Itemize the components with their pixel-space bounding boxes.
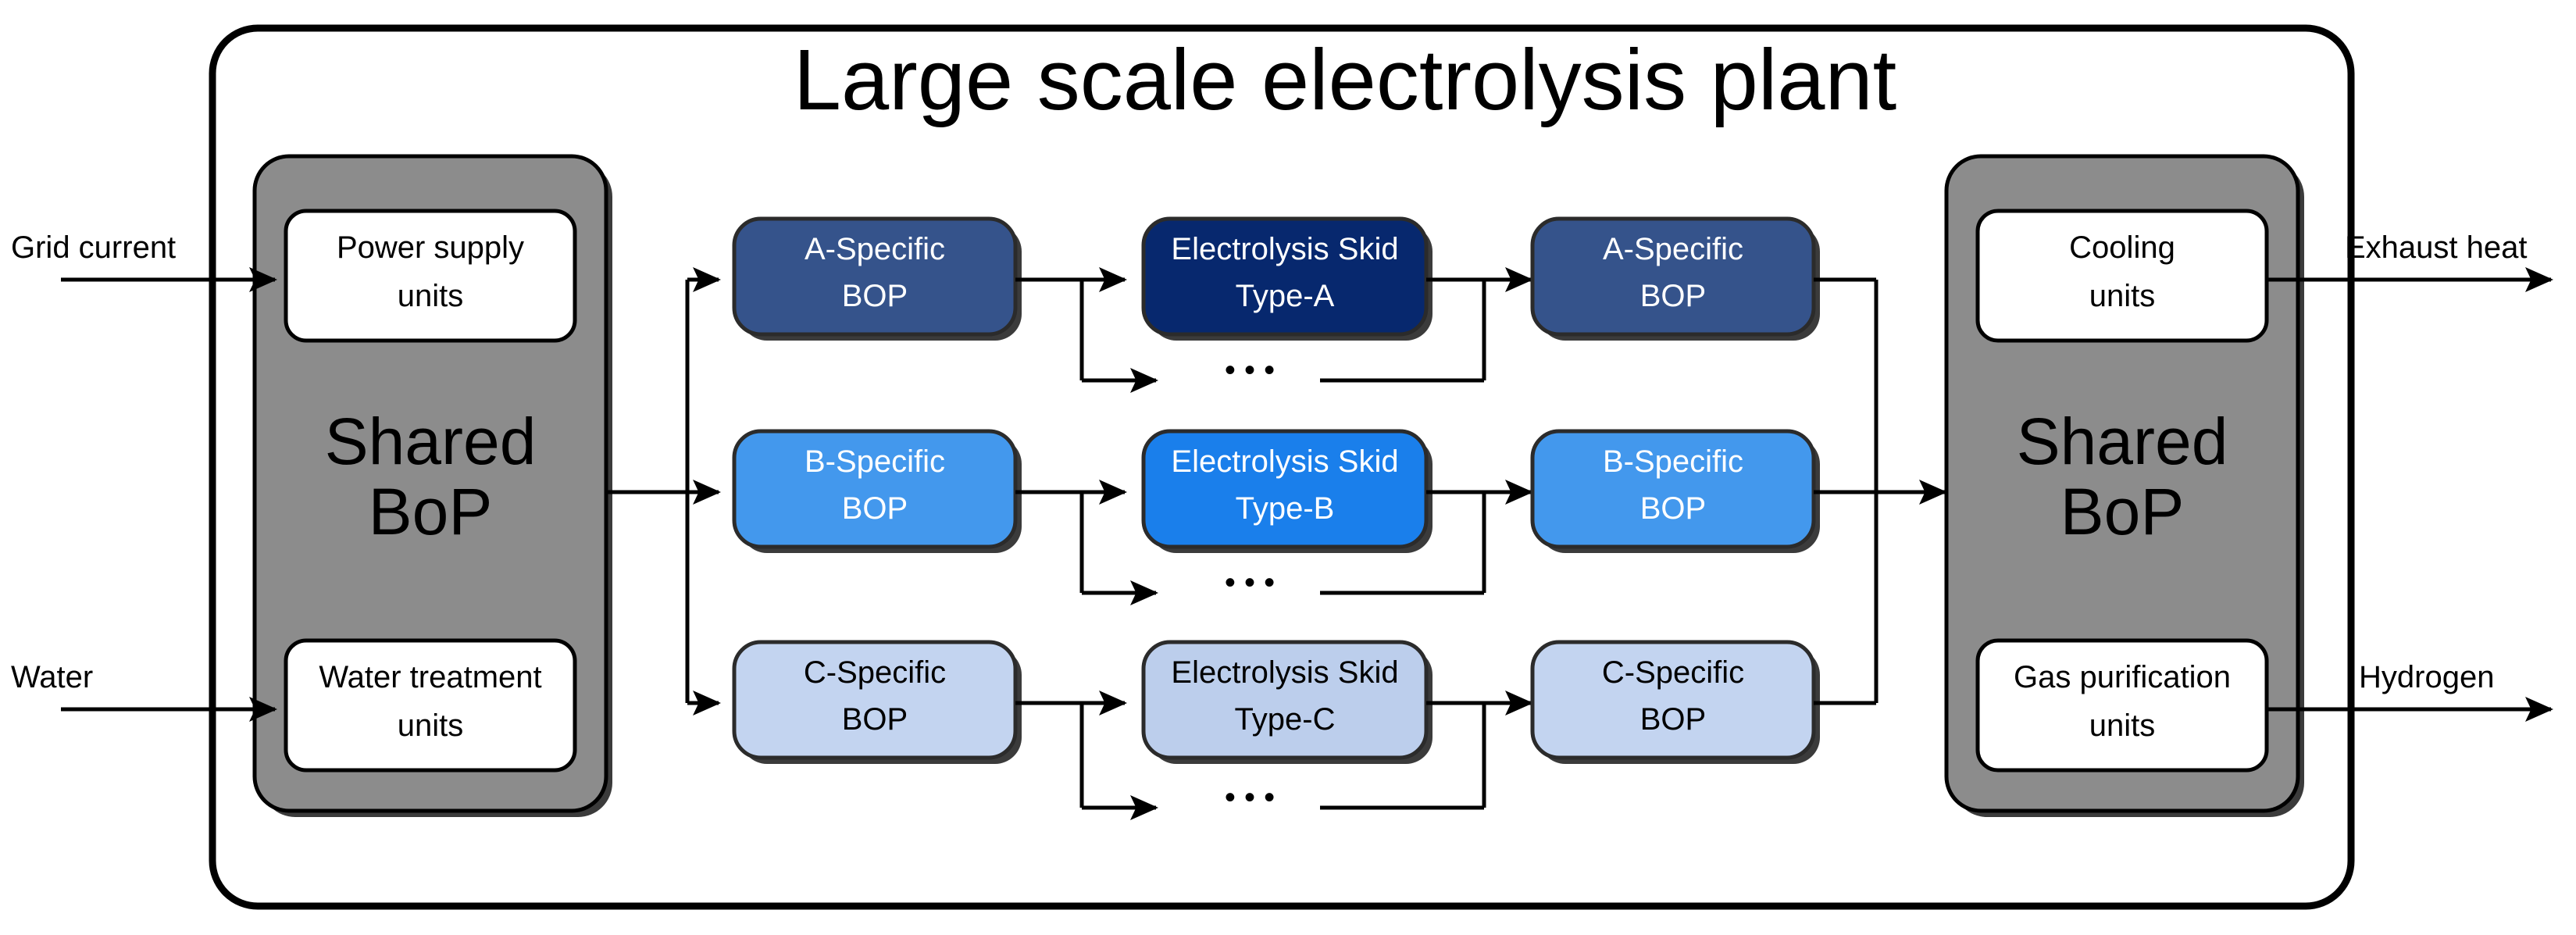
row-a-bop-in-label-2: BOP — [842, 279, 908, 313]
row-c-bop-in-label-2: BOP — [842, 702, 908, 737]
page-title: Large scale electrolysis plant — [794, 32, 1896, 128]
row-c-ellipsis: • • • — [1225, 780, 1275, 815]
row-c-bop-out-label-1: C-Specific — [1602, 655, 1744, 690]
water-treatment-units-label-1: Water treatment — [319, 660, 541, 694]
power-supply-units-label-2: units — [398, 279, 464, 313]
row-a-bop-out[interactable] — [1530, 216, 1816, 337]
water-label: Water — [11, 660, 93, 694]
row-a-skid[interactable] — [1141, 216, 1429, 337]
row-b-skid-label-1: Electrolysis Skid — [1171, 444, 1398, 479]
row-c-skid[interactable] — [1141, 640, 1429, 760]
row-b-bop-out[interactable] — [1530, 429, 1816, 549]
row-a-bop-in-label-1: A-Specific — [805, 232, 945, 266]
row-c-bop-in-label-1: C-Specific — [804, 655, 946, 690]
grid-current-label: Grid current — [11, 230, 176, 265]
row-a-bop-out-label-1: A-Specific — [1603, 232, 1743, 266]
row-b-bop-in-label-1: B-Specific — [805, 444, 945, 479]
cooling-units-box[interactable] — [1975, 209, 2269, 343]
row-a-ellipsis: • • • — [1225, 353, 1275, 387]
row-b-bop-out-label-2: BOP — [1640, 491, 1706, 526]
row-b-bop-out-label-1: B-Specific — [1603, 444, 1743, 479]
row-b-skid[interactable] — [1141, 429, 1429, 549]
gas-purification-units-box[interactable] — [1975, 638, 2269, 773]
row-b-ellipsis: • • • — [1225, 566, 1275, 600]
shared-bop-right-label-1: Shared — [2017, 405, 2228, 478]
shared-bop-left-label-2: BoP — [369, 475, 493, 548]
gas-purification-units-label-1: Gas purification — [2014, 660, 2231, 694]
row-a-bop-in[interactable] — [732, 216, 1018, 337]
water-treatment-units-label-2: units — [398, 708, 464, 743]
row-a-skid-label-1: Electrolysis Skid — [1171, 232, 1398, 266]
shared-bop-left-label-1: Shared — [325, 405, 537, 478]
cooling-units-label-2: units — [2089, 279, 2156, 313]
shared-bop-right-label-2: BoP — [2060, 475, 2185, 548]
row-b-skid-label-2: Type-B — [1236, 491, 1335, 526]
row-b-bop-in-label-2: BOP — [842, 491, 908, 526]
hydrogen-label: Hydrogen — [2359, 660, 2494, 694]
power-supply-units-box[interactable] — [284, 209, 577, 343]
cooling-units-label-1: Cooling — [2069, 230, 2175, 265]
row-c-skid-label-2: Type-C — [1235, 702, 1336, 737]
row-c-bop-out-label-2: BOP — [1640, 702, 1706, 737]
row-c-bop-in[interactable] — [732, 640, 1018, 760]
row-a-bop-out-label-2: BOP — [1640, 279, 1706, 313]
row-c-bop-out[interactable] — [1530, 640, 1816, 760]
exhaust-heat-label: Exhaust heat — [2345, 230, 2528, 265]
water-treatment-units-box[interactable] — [284, 638, 577, 773]
row-c-skid-label-1: Electrolysis Skid — [1171, 655, 1398, 690]
row-a-skid-label-2: Type-A — [1236, 279, 1335, 313]
power-supply-units-label-1: Power supply — [337, 230, 524, 265]
gas-purification-units-label-2: units — [2089, 708, 2156, 743]
row-b-bop-in[interactable] — [732, 429, 1018, 549]
